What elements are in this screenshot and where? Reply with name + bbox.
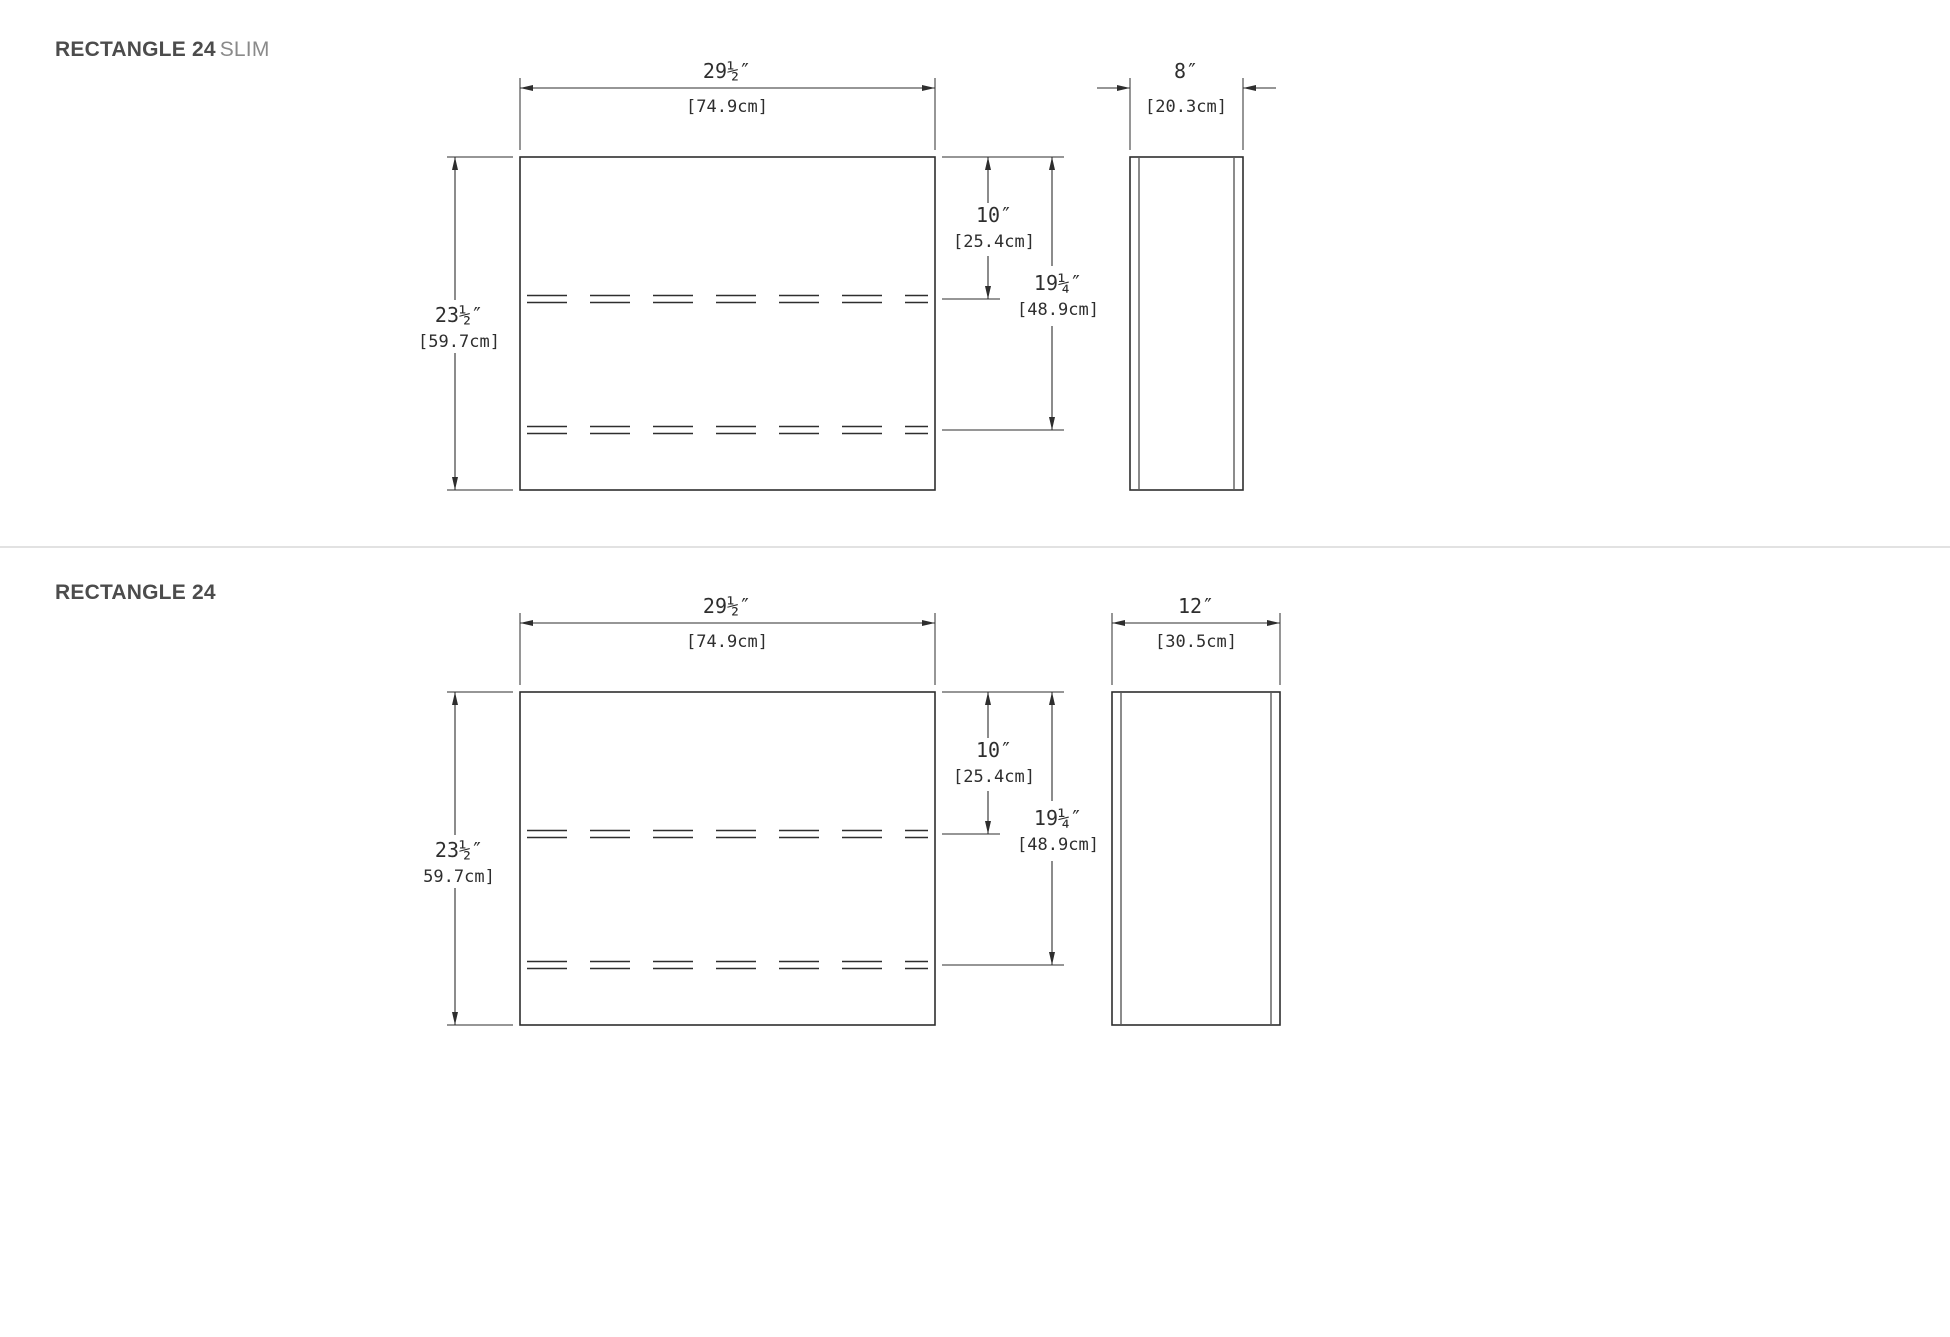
std-width-inches: 29½″ — [703, 594, 751, 618]
slim-shelf-lines — [527, 294, 928, 435]
std-depth-inches: 12″ — [1178, 594, 1214, 618]
std-width-cm: [74.9cm] — [686, 632, 768, 652]
slim-width-cm: [74.9cm] — [686, 97, 768, 117]
std-depth-dimension: 12″ [30.5cm] — [1111, 594, 1281, 685]
std-depth-cm: [30.5cm] — [1155, 632, 1237, 652]
std-shelf1-dimension: 10″ [25.4cm] — [942, 691, 1064, 835]
std-side-outline — [1111, 691, 1281, 1026]
title-model-name: RECTANGLE 24 — [55, 38, 216, 61]
std-width-dimension: 29½″ [74.9cm] — [519, 594, 936, 685]
slim-shelf1-cm: [25.4cm] — [953, 232, 1035, 252]
std-shelf2-cm: [48.9cm] — [1017, 835, 1099, 855]
slim-shelf2-cm: [48.9cm] — [1017, 300, 1099, 320]
std-height-inches: 23½″ — [435, 838, 483, 862]
std-side-view — [1111, 691, 1281, 1026]
std-shelf1-inches: 10″ — [976, 738, 1012, 762]
title-model-name: RECTANGLE 24 — [55, 581, 216, 604]
section-title-rectangle-24: RECTANGLE 24 — [55, 581, 220, 605]
std-front-outline — [519, 691, 936, 1026]
slim-height-cm: [59.7cm] — [418, 332, 500, 352]
std-shelf2-inches: 19¼″ — [1034, 806, 1082, 830]
slim-width-dimension: 29½″ [74.9cm] — [519, 59, 936, 150]
std-height-cm: 59.7cm] — [423, 867, 495, 887]
slim-shelf1-inches: 10″ — [976, 203, 1012, 227]
slim-side-outline — [1129, 156, 1244, 491]
std-shelf1-cm: [25.4cm] — [953, 767, 1035, 787]
slim-height-inches: 23½″ — [435, 303, 483, 327]
slim-depth-cm: [20.3cm] — [1145, 97, 1227, 117]
std-shelf-lines — [527, 829, 928, 970]
slim-front-outline — [519, 156, 936, 491]
title-variant-name: SLIM — [219, 38, 270, 61]
slim-depth-dimension: 8″ [20.3cm] — [1097, 59, 1276, 150]
slim-shelf2-inches: 19¼″ — [1034, 271, 1082, 295]
slim-front-view — [519, 156, 936, 491]
slim-side-view — [1129, 156, 1244, 491]
slim-height-dimension: 23½″ [59.7cm] — [418, 156, 513, 491]
std-shelf2-dimension: 19¼″ [48.9cm] — [942, 692, 1099, 966]
std-height-dimension: 23½″ 59.7cm] — [423, 691, 513, 1026]
slim-shelf2-dimension: 19¼″ [48.9cm] — [942, 157, 1099, 431]
std-front-view — [519, 691, 936, 1026]
slim-width-inches: 29½″ — [703, 59, 751, 83]
slim-shelf1-dimension: 10″ [25.4cm] — [942, 156, 1064, 300]
slim-depth-inches: 8″ — [1174, 59, 1198, 83]
